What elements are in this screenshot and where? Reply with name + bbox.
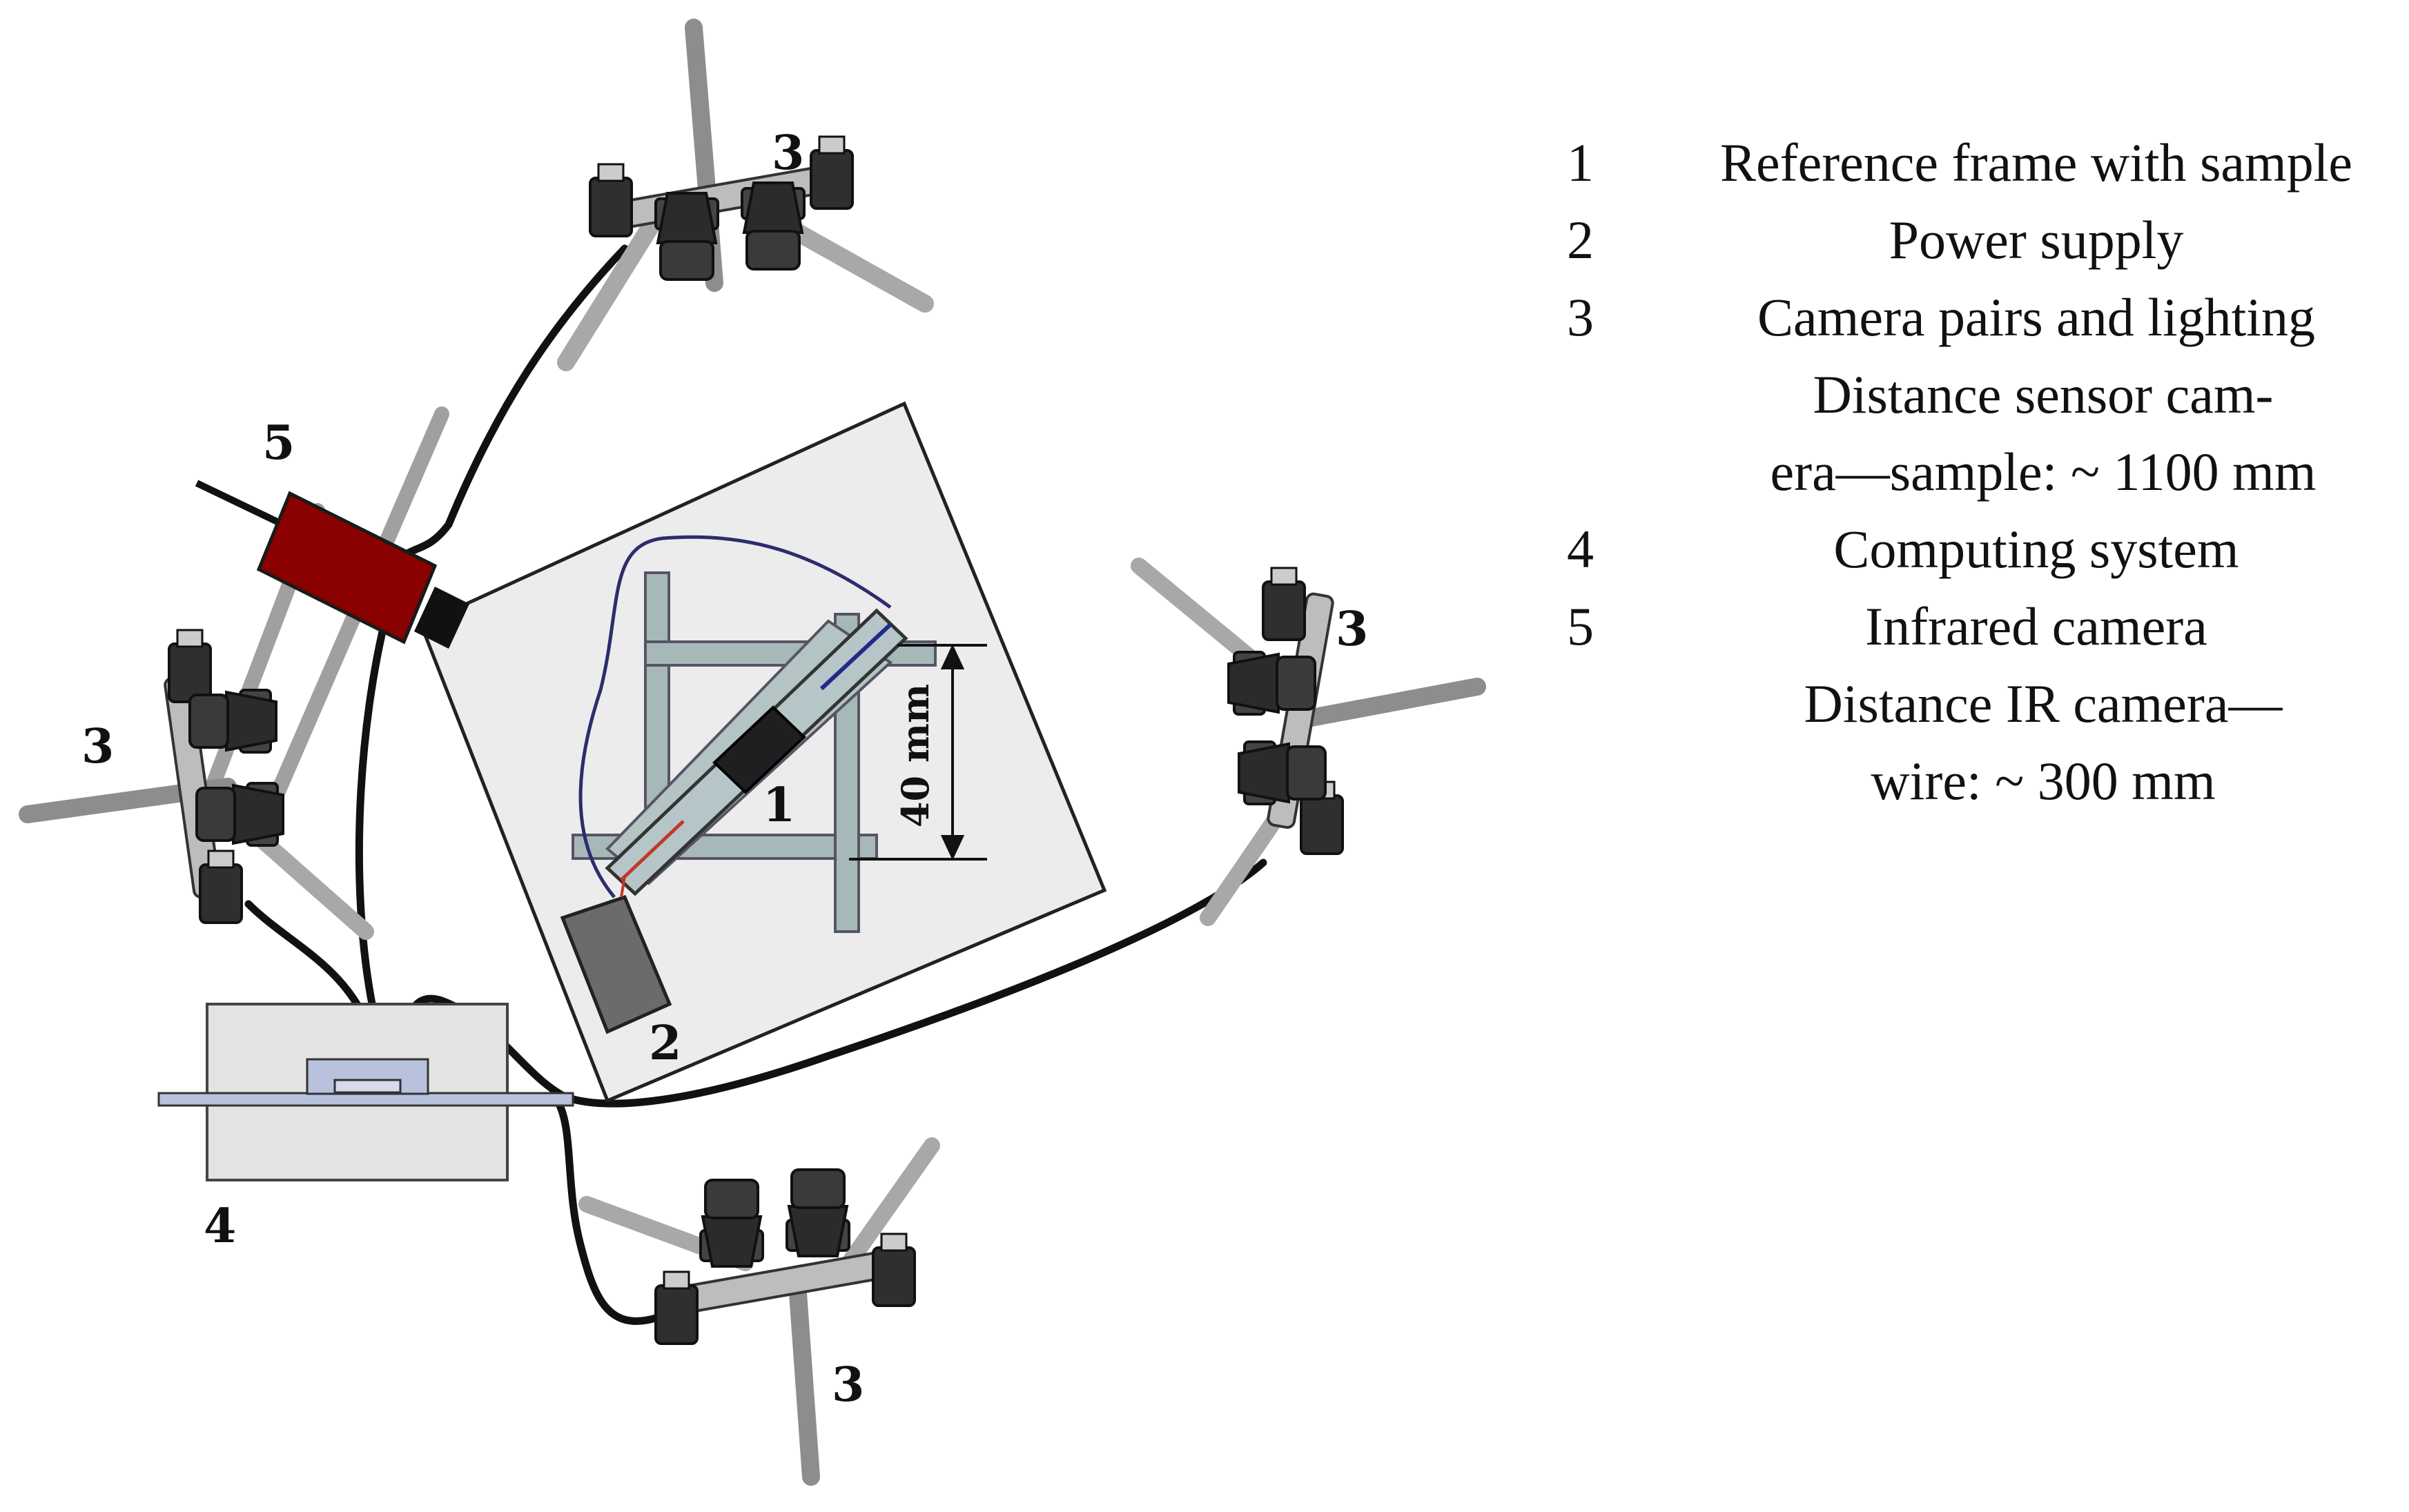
legend-note: era—sample: ~ 1100 mm: [1770, 442, 2317, 502]
cable-left-cameras: [244, 900, 363, 1012]
legend-note: Distance sensor cam-: [1813, 364, 2274, 424]
legend-note: Distance IR camera—: [1804, 674, 2283, 734]
reference-frame-assembly: 40 mm 1 2: [418, 401, 1107, 1103]
cable-bottom-cameras: [555, 1100, 660, 1325]
legend-item: 4 Computing system: [1539, 511, 2409, 588]
label-camera-pair-left: 3: [81, 719, 114, 774]
legend-text: Power supply: [1889, 210, 2184, 270]
label-camera-pair-right: 3: [1336, 602, 1368, 657]
label-reference-frame: 1: [763, 778, 795, 833]
legend-item: 1 Reference frame with sample: [1539, 124, 2409, 202]
camera-pair-right: [1131, 558, 1486, 926]
legend-number: 2: [1567, 210, 1594, 270]
sample-wire: [605, 608, 908, 896]
legend-text: Camera pairs and lighting: [1757, 287, 2315, 347]
computing-system: [157, 1003, 574, 1181]
dimension-label: 40 mm: [893, 684, 937, 827]
camera-pair-top: [557, 19, 934, 371]
camera-pair-bottom: [578, 1137, 940, 1486]
cable-top-cameras: [396, 244, 629, 563]
label-camera-pair-top: 3: [772, 126, 804, 181]
label-camera-pair-bottom: 3: [832, 1357, 864, 1413]
dimension-40mm: [849, 644, 987, 861]
label-computing-system: 4: [204, 1199, 236, 1254]
label-power-supply: 2: [649, 1016, 681, 1071]
legend-text: Reference frame with sample: [1719, 132, 2353, 193]
legend-number: 5: [1567, 596, 1594, 656]
label-infrared-camera: 5: [262, 415, 295, 471]
cable-ir-camera: [355, 610, 391, 1012]
infrared-camera: [195, 406, 469, 836]
legend-number: 3: [1567, 287, 1594, 347]
legend: 1 Reference frame with sample 2 Power su…: [1539, 124, 2409, 820]
legend-text: Computing system: [1833, 519, 2239, 579]
power-supply: [560, 894, 672, 1034]
legend-item: 5 Infrared camera: [1539, 588, 2409, 665]
power-cable: [578, 535, 892, 899]
legend-number: 4: [1567, 519, 1594, 579]
legend-number: 1: [1567, 132, 1594, 193]
legend-note: wire: ~ 300 mm: [1871, 751, 2216, 811]
camera-pair-left: [19, 629, 374, 940]
legend-item: 2 Power supply: [1539, 202, 2409, 279]
legend-text: Infrared camera: [1865, 596, 2207, 656]
legend-item: 3 Camera pairs and lighting: [1539, 279, 2409, 356]
